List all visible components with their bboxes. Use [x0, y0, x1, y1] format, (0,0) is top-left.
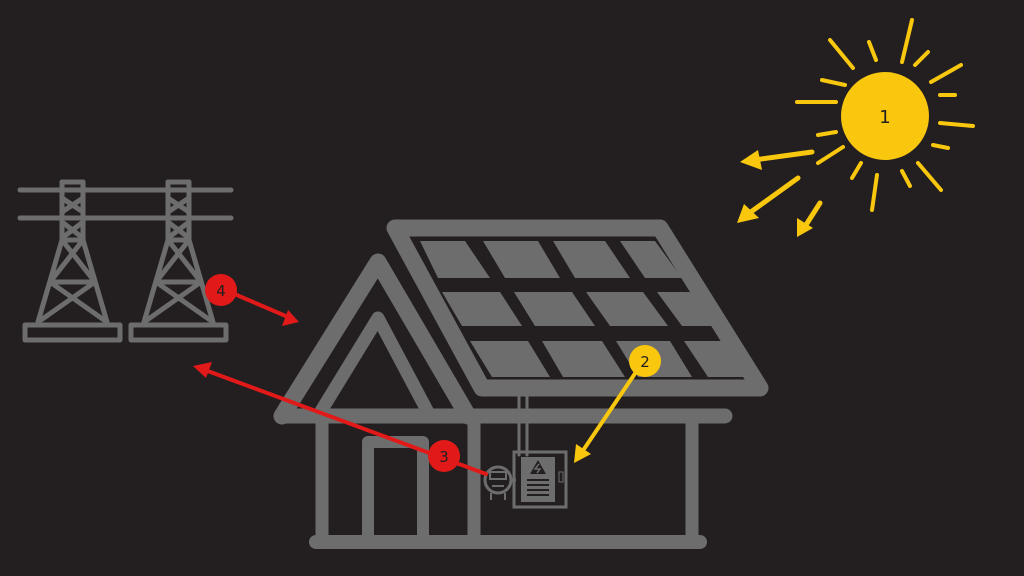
marker-sun-label: 1 — [879, 107, 890, 128]
sun-icon — [795, 18, 975, 212]
marker-grid: 4 — [205, 274, 237, 306]
house-icon — [273, 253, 733, 549]
transmission-towers — [17, 179, 234, 343]
marker-meter: 3 — [428, 440, 460, 472]
sunlight-arrows — [737, 149, 823, 237]
sunlight-arrow — [737, 175, 801, 223]
transmission-tower-icon — [17, 179, 128, 343]
inverter-arrow — [574, 370, 638, 463]
marker-inverter-label: 2 — [640, 353, 650, 371]
marker-meter-label: 3 — [439, 448, 449, 466]
electric-meter-icon — [483, 465, 516, 500]
sunlight-arrow — [797, 200, 823, 237]
transmission-tower-icon — [123, 179, 234, 343]
marker-sun: 1 — [879, 107, 890, 128]
solar-panel-icon — [386, 219, 769, 397]
sunlight-arrow — [740, 149, 815, 170]
marker-grid-label: 4 — [216, 282, 226, 300]
inverter-icon — [512, 450, 568, 509]
marker-inverter: 2 — [629, 345, 661, 377]
